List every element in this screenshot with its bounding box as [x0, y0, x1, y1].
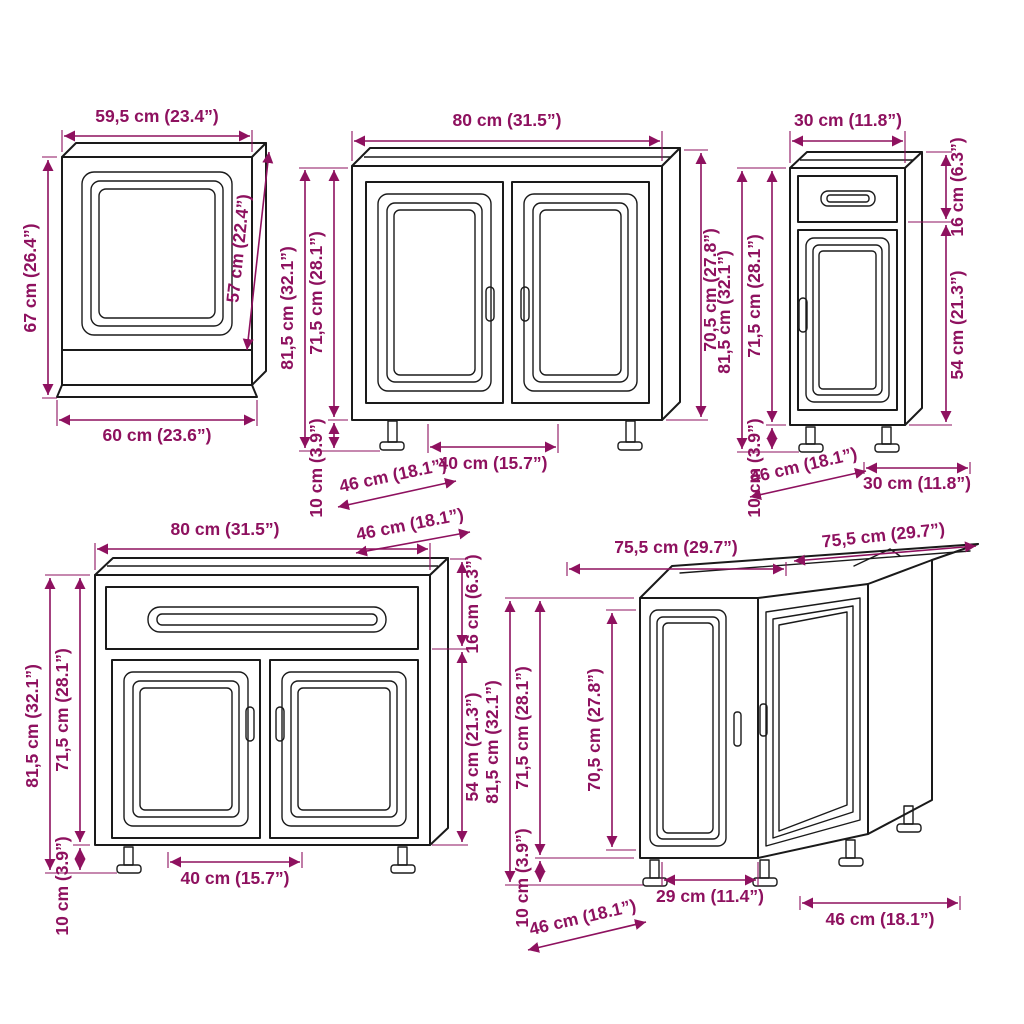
wall-cabinet-top-face [61, 142, 267, 158]
dim-corner-total-height: 81,5 cm (32.1”) [482, 680, 502, 804]
narrow-base-door [797, 229, 898, 411]
corner-base-left-handle [733, 711, 742, 747]
corner-base-angled-face [757, 583, 869, 859]
dim-corner-width-bottom: 46 cm (18.1”) [826, 909, 935, 929]
dim-wall-height-left: 67 cm (26.4”) [20, 224, 40, 333]
drawer-base-drawer [105, 586, 419, 650]
dim-drawerbase-leg-height: 10 cm (3.9”) [52, 836, 72, 935]
dim-sink-total-height: 81,5 cm (32.1”) [277, 246, 297, 370]
sink-base-right-handle [520, 286, 530, 322]
dim-drawerbase-width-top: 80 cm (31.5”) [171, 519, 280, 539]
wall-cabinet-side-face [251, 142, 267, 386]
corner-base-drawing [639, 543, 979, 887]
drawer-base-side-face [429, 557, 449, 846]
narrow-base-dimensions: 30 cm (11.8”) 16 cm (6.3”) 54 cm (21.3”)… [714, 110, 971, 518]
corner-base-angled-handle [759, 703, 768, 737]
dim-drawerbase-interior-width: 40 cm (15.7”) [181, 868, 290, 888]
wall-cabinet-underside [56, 384, 258, 398]
dim-wall-width-bottom: 60 cm (23.6”) [103, 425, 212, 445]
drawer-base-left-handle [245, 706, 255, 742]
narrow-base-side-face [904, 151, 923, 426]
corner-base-left-door [649, 609, 742, 847]
drawer-base-right-door [269, 659, 419, 839]
dim-corner-leg-height: 10 cm (3.9”) [512, 828, 532, 927]
dim-drawerbase-total-height: 81,5 cm (32.1”) [22, 664, 42, 788]
drawer-base-right-handle [275, 706, 285, 742]
dim-narrow-width-bottom: 30 cm (11.8”) [863, 473, 971, 493]
wall-cabinet-door-frames [81, 171, 233, 336]
sink-base-legs [379, 420, 643, 451]
narrow-base-front [789, 167, 906, 426]
dim-corner-interior-height: 70,5 cm (27.8”) [584, 668, 604, 792]
dim-narrow-drawer-height: 16 cm (6.3”) [947, 137, 967, 236]
dim-corner-body-height: 71,5 cm (28.1”) [512, 666, 532, 790]
wall-cabinet-drawing [56, 142, 267, 398]
dim-narrow-total-height: 81,5 cm (32.1”) [714, 250, 734, 374]
narrow-base-door-handle [798, 297, 808, 333]
dim-drawerbase-door-height: 54 cm (21.3”) [462, 693, 482, 802]
dim-corner-width-top-left: 75,5 cm (29.7”) [614, 537, 738, 557]
drawer-base-legs [116, 846, 416, 874]
sink-base-right-door [511, 181, 650, 404]
drawer-base-front [94, 574, 431, 846]
sink-base-front [351, 165, 663, 421]
narrow-base-drawing [789, 151, 923, 453]
dim-sink-leg-height: 10 cm (3.9”) [306, 418, 326, 517]
dim-wall-width-top: 59,5 cm (23.4”) [95, 106, 219, 126]
dim-narrow-door-height: 54 cm (21.3”) [947, 271, 967, 380]
dim-sink-interior-width: 40 cm (15.7”) [439, 453, 548, 473]
dim-narrow-body-height: 71,5 cm (28.1”) [744, 234, 764, 358]
sink-base-side-face [661, 147, 681, 421]
corner-base-angled-door [759, 597, 861, 847]
dim-sink-body-height: 71,5 cm (28.1”) [306, 231, 326, 355]
dim-sink-interior-height: 70,5 cm (27.8”) [700, 228, 720, 352]
narrow-base-drawer [797, 175, 898, 223]
dim-narrow-width-top: 30 cm (11.8”) [794, 110, 902, 130]
drawer-base-drawing [94, 557, 449, 874]
dim-drawerbase-body-height: 71,5 cm (28.1”) [52, 648, 72, 772]
narrow-base-legs [798, 426, 900, 453]
dim-sink-width-top: 80 cm (31.5”) [453, 110, 562, 130]
corner-base-left-face [639, 597, 759, 859]
sink-base-drawing [351, 147, 681, 451]
sink-base-left-door [365, 181, 504, 404]
sink-base-left-handle [485, 286, 495, 322]
dim-corner-interior-width: 29 cm (11.4”) [656, 886, 764, 906]
dim-drawerbase-drawer-height: 16 cm (6.3”) [462, 554, 482, 653]
corner-base-side-face [867, 559, 933, 835]
drawer-base-left-door [111, 659, 261, 839]
